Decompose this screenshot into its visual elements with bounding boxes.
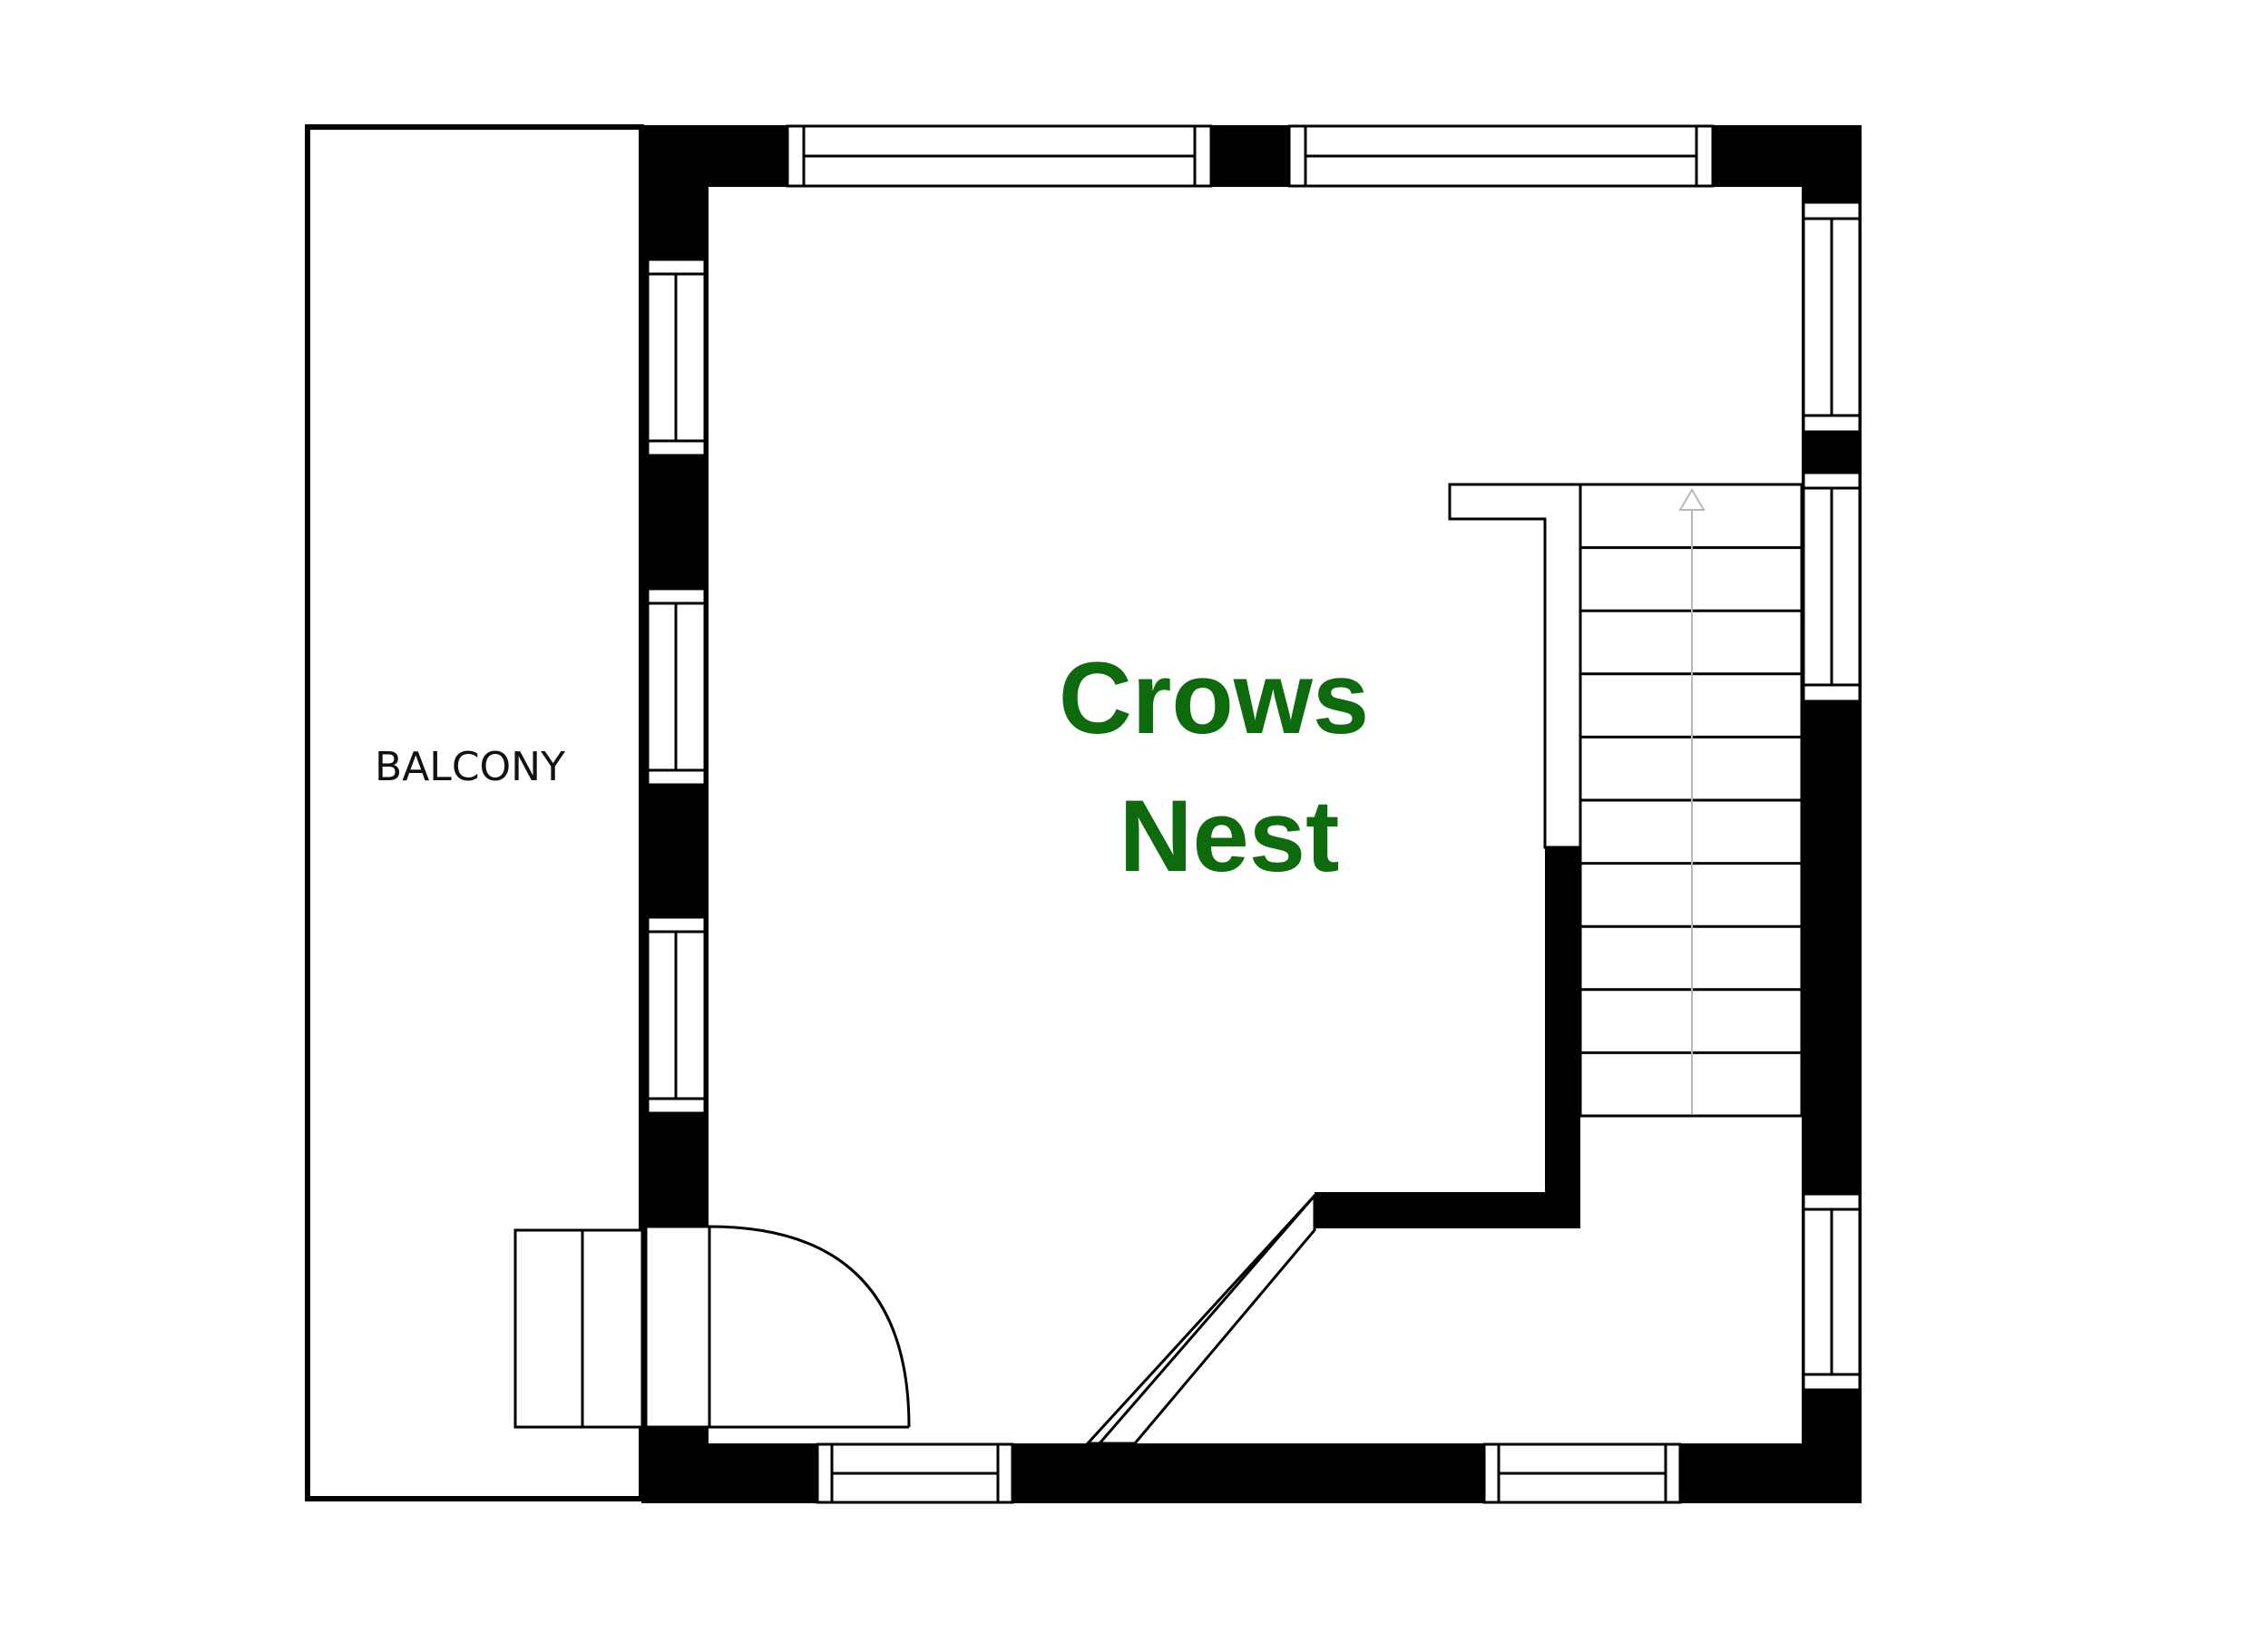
room-label-crows-nest: Crows Nest (1059, 641, 1369, 893)
partition-vertical-fill (1545, 847, 1580, 1228)
partition-horizontal-fill (1315, 1192, 1580, 1228)
window-left-3 (646, 915, 707, 1115)
window-left-2 (646, 587, 707, 787)
room-name-line-2: Nest (1119, 779, 1340, 893)
door-swing-arc (709, 1225, 911, 1428)
window-top-1 (786, 124, 1213, 188)
window-top-2 (1287, 124, 1715, 188)
window-bottom-1 (816, 1442, 1014, 1504)
window-right-2 (1802, 471, 1862, 703)
balcony-door (644, 1225, 911, 1429)
door-opening (644, 1225, 711, 1429)
balcony-label: BALCONY (375, 744, 565, 790)
balcony-step (513, 1228, 644, 1429)
angled-wall (1084, 1192, 1316, 1445)
window-right-3 (1802, 1192, 1862, 1392)
window-right-1 (1802, 200, 1862, 434)
window-bottom-2 (1482, 1442, 1682, 1504)
stair-direction-arrow (1678, 488, 1706, 1114)
room-name-line-1: Crows (1059, 641, 1369, 755)
window-left-1 (646, 258, 707, 457)
